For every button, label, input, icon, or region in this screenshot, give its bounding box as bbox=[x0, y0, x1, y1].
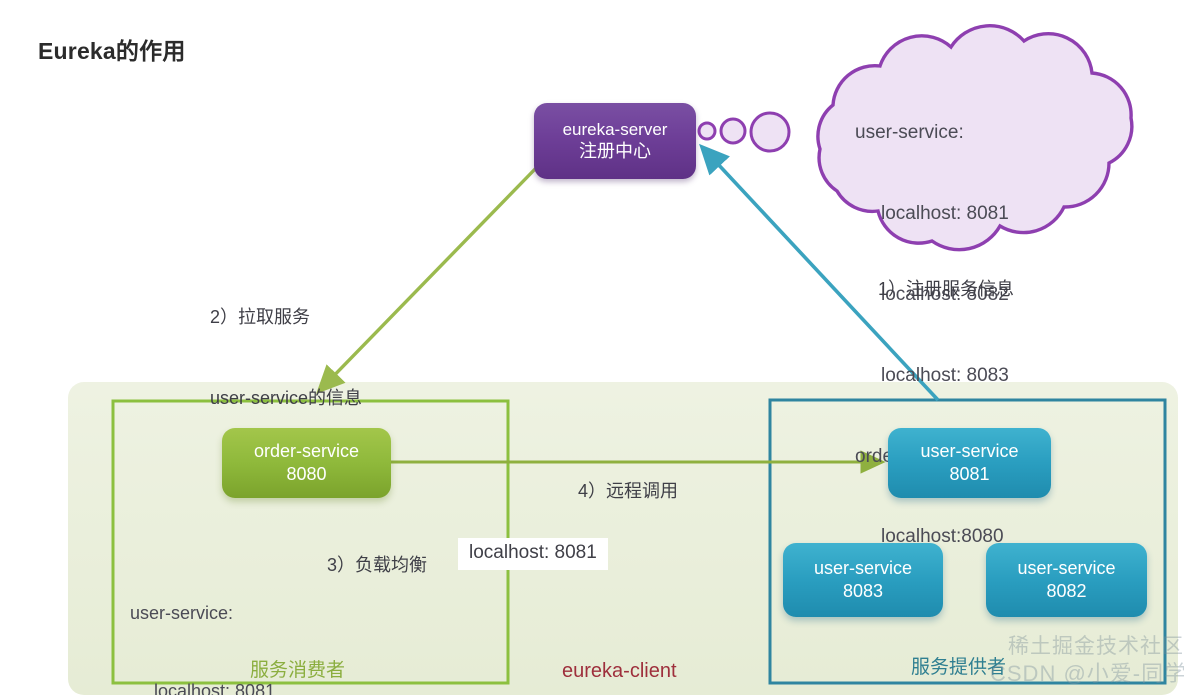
pull-services-arrow bbox=[316, 164, 540, 394]
order-service-name: order-service bbox=[253, 440, 360, 461]
consumer-registry-line-1: localhost: 8081 bbox=[154, 681, 276, 695]
provider-group-caption: 服务提供者 bbox=[911, 657, 1007, 678]
register-services-arrow bbox=[699, 143, 940, 402]
step2-pull-line1: 2）拉取服务 bbox=[210, 307, 311, 327]
cloud-registry-text: user-service: localhost: 8081 localhost:… bbox=[855, 66, 1009, 605]
eureka-server-node[interactable]: eureka-server 注册中心 bbox=[534, 103, 696, 179]
cloud-line-5: localhost:8080 bbox=[881, 526, 1004, 548]
thought-bubble-small bbox=[697, 121, 717, 141]
thought-bubble-medium bbox=[719, 117, 747, 145]
registry-cloud bbox=[816, 24, 1134, 252]
user-service-8081-port: 8081 bbox=[949, 464, 990, 484]
eureka-server-name: eureka-server bbox=[562, 119, 668, 139]
eureka-server-subtitle: 注册中心 bbox=[579, 141, 651, 162]
user-service-8083-port: 8083 bbox=[842, 581, 884, 601]
thought-bubble-large bbox=[749, 111, 791, 153]
step1-register-annotation: 1）注册服务信息 bbox=[878, 279, 1015, 299]
cloud-line-3: localhost: 8083 bbox=[881, 364, 1009, 386]
consumer-registry-line-0: user-service: bbox=[130, 603, 234, 624]
user-service-8082-port: 8082 bbox=[1046, 581, 1087, 601]
consumer-group-caption: 服务消费者 bbox=[250, 660, 346, 681]
user-service-8083-node[interactable]: user-service 8083 bbox=[783, 543, 943, 617]
cloud-line-0: user-service: bbox=[855, 121, 964, 143]
user-service-8082-node[interactable]: user-service 8082 bbox=[986, 543, 1147, 617]
provider-group-border bbox=[768, 398, 1167, 685]
juejin-watermark: 稀土掘金技术社区 bbox=[1008, 635, 1184, 658]
consumer-local-registry: user-service: localhost: 8081 localhost:… bbox=[130, 548, 275, 695]
page-title: Eureka的作用 bbox=[38, 38, 186, 64]
user-service-8081-name: user-service bbox=[920, 440, 1019, 461]
cloud-line-2: localhost: 8082 bbox=[881, 283, 1009, 305]
step4-remote-call-annotation: 4）远程调用 bbox=[578, 481, 679, 501]
user-service-8082-name: user-service bbox=[1017, 557, 1116, 578]
order-service-node[interactable]: order-service 8080 bbox=[222, 428, 391, 498]
step3-loadbalance-annotation: 3）负载均衡 bbox=[327, 555, 428, 575]
selected-endpoint-callout: localhost: 8081 bbox=[458, 538, 608, 570]
cloud-line-1: localhost: 8081 bbox=[881, 202, 1009, 224]
user-service-8081-node[interactable]: user-service 8081 bbox=[888, 428, 1051, 498]
user-service-8083-name: user-service bbox=[813, 557, 913, 578]
eureka-client-caption: eureka-client bbox=[562, 660, 677, 682]
order-service-port: 8080 bbox=[286, 464, 327, 484]
step2-pull-line2: user-service的信息 bbox=[210, 388, 363, 408]
csdn-watermark: CSDN @小爱-同学 bbox=[990, 661, 1184, 686]
